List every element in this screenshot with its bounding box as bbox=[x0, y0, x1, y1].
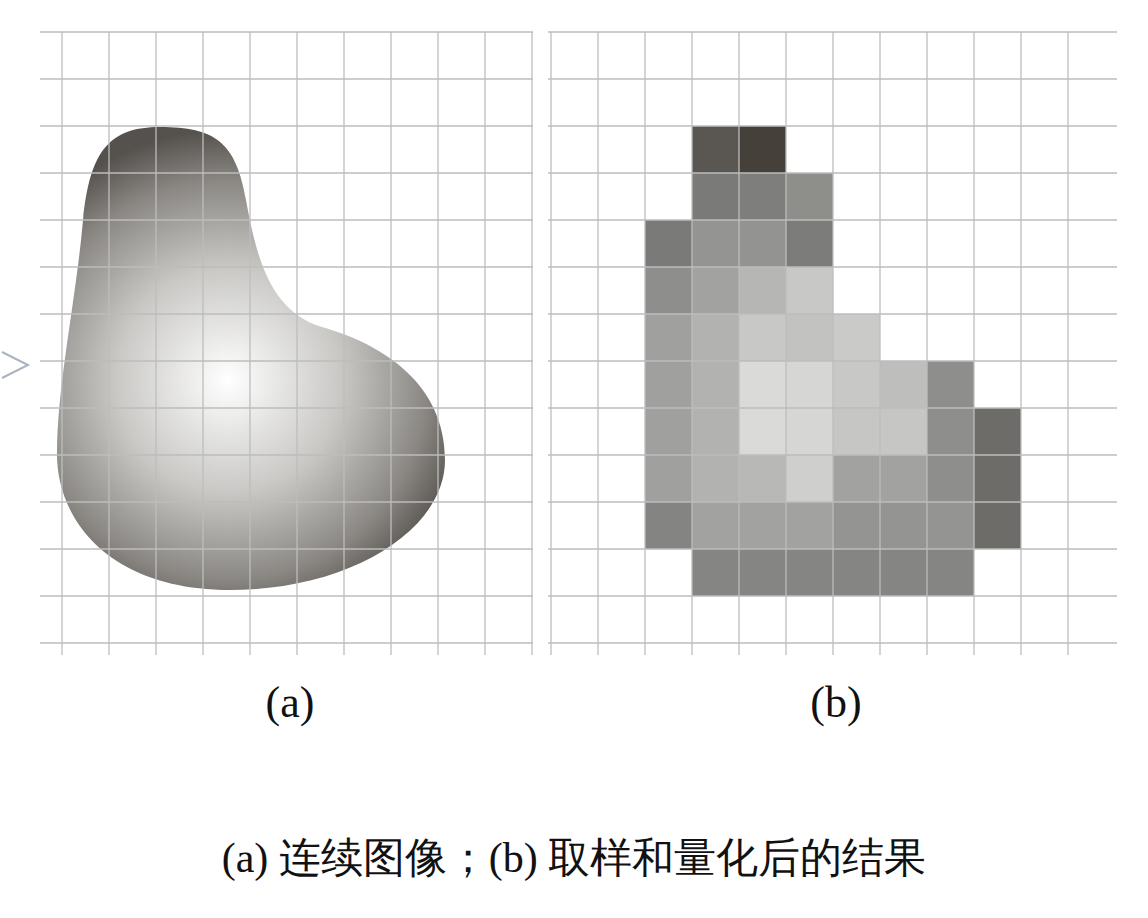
pixel-cell bbox=[692, 502, 739, 549]
pixel-cell bbox=[927, 549, 974, 596]
pixel-cell bbox=[927, 455, 974, 502]
pixel-cell bbox=[739, 267, 786, 314]
grid-line bbox=[40, 454, 533, 455]
pixel-cell bbox=[645, 267, 692, 314]
grid-line bbox=[40, 266, 533, 267]
pixel-cell bbox=[692, 314, 739, 361]
grid-line bbox=[40, 313, 533, 314]
chevron-mark bbox=[2, 352, 28, 378]
pixel-cell bbox=[833, 361, 880, 408]
pixel-cell bbox=[880, 549, 927, 596]
grid-line bbox=[155, 32, 156, 655]
pixel-cell bbox=[645, 455, 692, 502]
grid-line bbox=[832, 32, 833, 655]
pixel-cell bbox=[692, 267, 739, 314]
pixel-cell bbox=[739, 126, 786, 173]
pixel-cell bbox=[833, 549, 880, 596]
pixel-cell bbox=[786, 314, 833, 361]
grid-line bbox=[926, 32, 927, 655]
figure-caption: (a) 连续图像；(b) 取样和量化后的结果 bbox=[222, 834, 927, 882]
pixel-cell bbox=[645, 408, 692, 455]
pixel-cell bbox=[786, 502, 833, 549]
pixel-cell bbox=[786, 220, 833, 267]
grid-line bbox=[785, 32, 786, 655]
sampling-grid bbox=[40, 32, 1117, 655]
pixel-cell bbox=[786, 549, 833, 596]
pixel-cell bbox=[786, 173, 833, 220]
grid-line bbox=[40, 548, 533, 549]
pixel-cell bbox=[739, 455, 786, 502]
pixel-cell bbox=[692, 408, 739, 455]
pixel-cell bbox=[927, 502, 974, 549]
pixel-cell bbox=[739, 361, 786, 408]
pixel-cell bbox=[692, 549, 739, 596]
grid-line bbox=[1020, 32, 1021, 655]
grid-line bbox=[738, 32, 739, 655]
grid-line bbox=[61, 32, 62, 655]
grid-line bbox=[40, 407, 533, 408]
pixel-cell bbox=[692, 220, 739, 267]
pixel-cell bbox=[833, 455, 880, 502]
pixel-cell bbox=[645, 314, 692, 361]
subfigure-label: (b) bbox=[810, 678, 861, 729]
grid-line bbox=[484, 32, 485, 655]
pixel-cell bbox=[974, 455, 1021, 502]
grid-line bbox=[40, 219, 533, 220]
pixel-cell bbox=[692, 361, 739, 408]
grid-line bbox=[879, 32, 880, 655]
grid-line bbox=[644, 32, 645, 655]
pixel-cell bbox=[739, 549, 786, 596]
grid-line bbox=[597, 32, 598, 655]
pixel-cell bbox=[833, 408, 880, 455]
pixel-cell bbox=[974, 408, 1021, 455]
pixel-cell bbox=[692, 126, 739, 173]
pixel-cell bbox=[786, 361, 833, 408]
pixel-cell bbox=[833, 502, 880, 549]
pixel-cell bbox=[645, 502, 692, 549]
grid-line bbox=[40, 125, 533, 126]
grid-line bbox=[40, 172, 533, 173]
pixel-cell bbox=[880, 455, 927, 502]
grid-line bbox=[343, 32, 344, 655]
grid-line bbox=[691, 32, 692, 655]
grid-line bbox=[249, 32, 250, 655]
pixel-cell bbox=[645, 361, 692, 408]
pixel-cell bbox=[927, 408, 974, 455]
grid-line bbox=[1067, 32, 1068, 655]
pixel-cell bbox=[880, 408, 927, 455]
grid-line bbox=[973, 32, 974, 655]
grid-line bbox=[40, 501, 533, 502]
grid-line bbox=[296, 32, 297, 655]
pixel-cell bbox=[645, 220, 692, 267]
pixel-cell bbox=[739, 408, 786, 455]
subfigure-label: (a) bbox=[266, 678, 315, 729]
pixel-cell bbox=[786, 267, 833, 314]
continuous-image bbox=[57, 127, 445, 590]
pixel-cell bbox=[786, 408, 833, 455]
pixel-cell bbox=[974, 502, 1021, 549]
grid-line bbox=[40, 78, 533, 79]
pixel-cell bbox=[739, 502, 786, 549]
grid-line bbox=[40, 31, 533, 32]
grid-line bbox=[531, 32, 532, 655]
pixel-cell bbox=[927, 361, 974, 408]
grid-line bbox=[202, 32, 203, 655]
pixel-cell bbox=[833, 314, 880, 361]
grid-line bbox=[40, 595, 533, 596]
grid-line bbox=[550, 32, 551, 655]
pixel-cell bbox=[739, 173, 786, 220]
pixel-cell bbox=[692, 455, 739, 502]
grid-line bbox=[40, 360, 533, 361]
pixel-cell bbox=[692, 173, 739, 220]
pixel-cell bbox=[739, 314, 786, 361]
pixel-cell bbox=[880, 502, 927, 549]
grid-line bbox=[437, 32, 438, 655]
pixel-cell bbox=[739, 220, 786, 267]
pixel-cell bbox=[880, 361, 927, 408]
grid-line bbox=[108, 32, 109, 655]
grid-line bbox=[40, 642, 533, 643]
grid-line bbox=[390, 32, 391, 655]
pixel-cell bbox=[786, 455, 833, 502]
